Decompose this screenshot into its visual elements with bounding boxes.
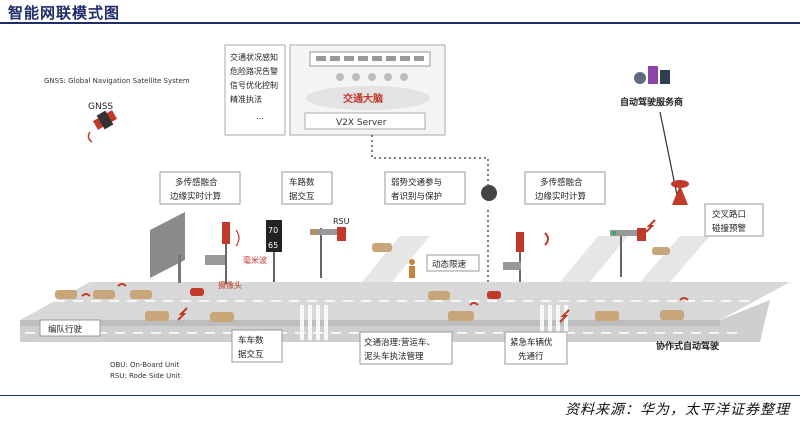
service-provider-label: 自动驾驶服务商 [620,96,683,108]
function-5: ... [256,112,264,121]
v2v-2: 据交互 [238,349,264,360]
smart-connected-diagram: GNSS: Global Navigation Satellite System… [20,44,790,380]
traffic-light-left [310,227,346,278]
pedestrian-icon [409,259,415,278]
cloud-server-block: 交通状况感知 危险路况告警 信号优化控制 精准执法 ... 交通大脑 V2X S… [224,44,446,136]
gnss-legend: GNSS: Global Navigation Satellite System [44,77,190,85]
server-rack [309,51,431,67]
rsu-pole-left [205,222,230,284]
side-crosswalk-right [560,236,628,282]
car-icon [93,290,115,299]
side-crosswalk-far [640,236,710,282]
rsu-device-right-icon [637,228,646,241]
vehicles [55,243,684,322]
road-data-1: 车路数 [289,177,315,188]
function-4: 精准执法 [230,94,262,104]
v2v-box [231,329,283,363]
governance-2: 泥头车执法管理 [364,351,424,362]
fusion-left-2: 边缘实时计算 [170,191,222,202]
v2x-signal-icons [81,219,689,323]
intersection-box [704,203,764,237]
emergency-1: 紧急车辆优 [510,337,553,348]
car-icon [55,290,77,299]
intersection-2: 碰撞预警 [712,223,747,234]
signal-wave-icon [235,229,240,247]
function-3: 信号优化控制 [230,80,278,90]
car-icon [660,310,684,320]
satellite-icon [87,110,118,143]
camera-label: 摄像头 [218,280,242,290]
billboard-icon [150,212,185,283]
server-cube-icon [648,66,658,84]
function-list-box [224,44,286,136]
traffic-brain: 交通大脑 [343,92,383,105]
speed-sign-bottom: 65 [268,241,278,250]
fusion-right-1: 多传感融合 [540,177,583,188]
speed-limit-box [426,254,480,272]
road-data-2: 据交互 [289,191,315,202]
v2v-1: 车车数 [238,335,264,346]
v2x-server: V2X Server [336,118,387,128]
car-icon [372,243,392,252]
fusion-left-1: 多传感融合 [175,177,218,188]
server-link [371,135,489,185]
speed-limit: 动态限速 [432,259,467,270]
governance-box [359,331,453,365]
function-1: 交通状况感知 [230,52,278,62]
bottom-divider [0,395,800,396]
governance-1: 交通治理:营运车、 [364,337,435,348]
cell-tower-icon [671,180,689,205]
gnss-label: GNSS [88,102,113,112]
car-icon [428,291,450,300]
fusion-right-box [524,171,606,205]
rsu-label: RSU [333,217,350,226]
intersection-1: 交叉路口 [712,209,746,220]
people-icon [336,73,408,81]
car-icon [652,247,670,255]
car-icon [130,290,152,299]
emergency-box [504,331,568,365]
speed-sign [266,220,282,282]
mmwave-label: 毫米波 [243,255,267,265]
car-icon [487,291,501,299]
v2x-server-box [304,112,426,130]
rsu-pole-right [503,232,524,282]
bus-icon [448,311,474,321]
car-icon [595,311,619,321]
platoon: 编队行驶 [48,324,83,335]
vulnerable-2: 者识别与保护 [391,191,442,202]
vulnerable-1: 弱势交通参与 [391,177,442,188]
car-icon [190,288,204,296]
fusion-left-box [159,171,241,205]
network-node-icon [481,185,497,201]
rsu-device-icon [337,227,346,241]
obu-legend: OBU: On-Board Unit [110,361,180,369]
coop-driving: 协作式自动驾驶 [656,340,720,352]
cloud-icon [306,86,430,110]
function-2: 危险路况告警 [230,66,278,76]
title-divider [0,22,800,24]
side-crosswalk-left [362,236,430,282]
server-rack-slots [316,56,424,61]
road-data-box [281,171,333,205]
emergency-2: 先通行 [518,351,544,362]
lane-markings [25,300,760,334]
road-median [20,320,720,326]
car-icon [145,311,169,321]
rsu-legend: RSU: Rode Side Unit [110,372,181,380]
fusion-right-2: 边缘实时计算 [535,191,587,202]
car-icon [210,312,234,322]
speed-sign-top: 70 [268,226,278,235]
source-note: 资料来源：华为，太平洋证券整理 [565,402,790,418]
page-title: 智能网联模式图 [8,4,121,22]
platoon-box [39,319,101,337]
traffic-light-right [610,228,646,277]
crosswalks [300,305,568,340]
service-provider: 自动驾驶服务商 [620,66,683,108]
vulnerable-box [384,171,466,205]
